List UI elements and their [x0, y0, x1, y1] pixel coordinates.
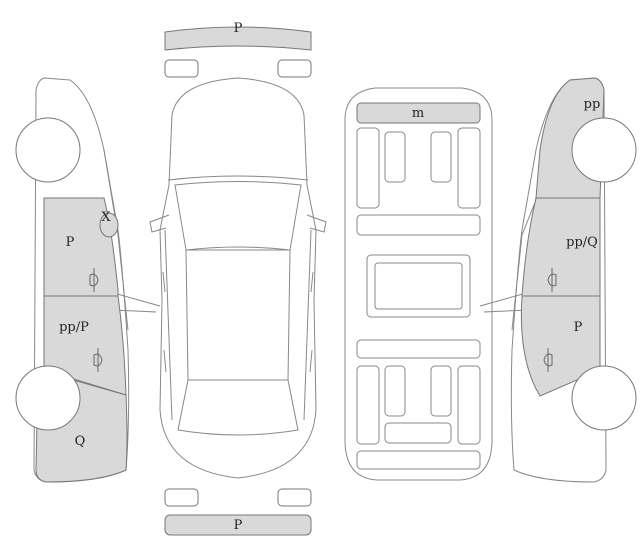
left-door-handle-front: [89, 268, 99, 292]
front-bumper-label: P: [234, 21, 243, 36]
rear-bumper[interactable]: P: [164, 514, 312, 536]
right-door-handle-rear: [547, 268, 557, 292]
front-right-headlight[interactable]: [277, 59, 312, 78]
left-mirror[interactable]: X: [99, 210, 119, 238]
right-front-door[interactable]: P: [520, 295, 601, 397]
car-top-view: [149, 77, 327, 479]
left-rear-wheel[interactable]: [15, 365, 81, 431]
left-door-handle-rear: [93, 348, 103, 372]
rear-right-light[interactable]: [277, 488, 312, 507]
left-front-wheel[interactable]: [15, 117, 81, 183]
left-front-door-label: P: [66, 235, 75, 250]
right-rear-wheel[interactable]: [571, 117, 637, 183]
rear-left-light[interactable]: [164, 488, 199, 507]
car-interior-view: [344, 87, 493, 481]
rear-bumper-label: P: [234, 518, 243, 533]
left-front-door[interactable]: P: [43, 197, 119, 297]
right-door-handle-front: [543, 348, 553, 372]
right-rear-door[interactable]: pp/Q: [521, 197, 601, 297]
roof-front-label: m: [412, 106, 424, 121]
right-rear-quarter-label: pp: [584, 97, 601, 112]
left-mirror-label: X: [101, 210, 111, 225]
right-front-door-label: P: [574, 320, 583, 335]
left-rear-quarter-label: Q: [75, 434, 86, 449]
left-rear-door-label: pp/P: [59, 320, 89, 335]
front-bumper[interactable]: P: [164, 21, 312, 51]
roof-front-panel[interactable]: m: [356, 102, 481, 124]
front-left-headlight[interactable]: [164, 59, 199, 78]
right-rear-door-label: pp/Q: [566, 235, 598, 250]
right-front-wheel[interactable]: [571, 365, 637, 431]
